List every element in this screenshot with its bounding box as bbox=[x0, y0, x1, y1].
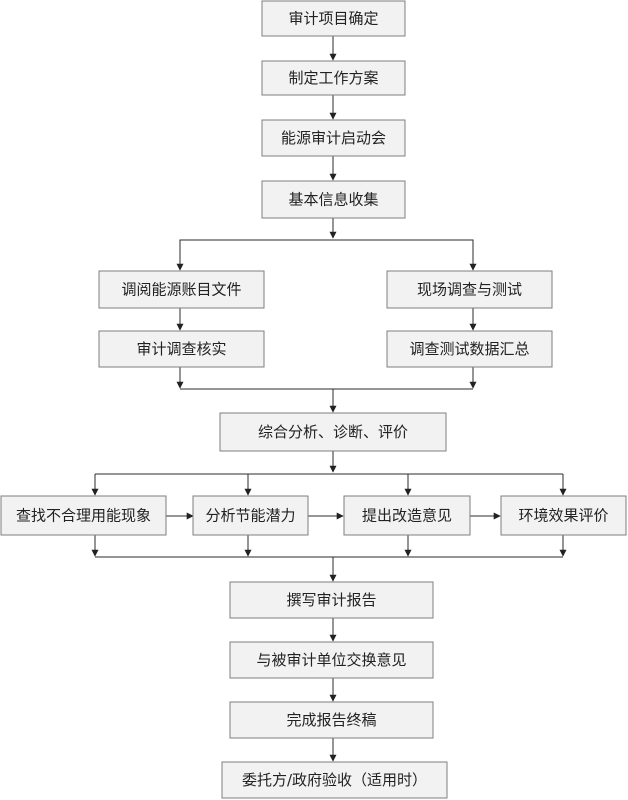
node-label-a1: 查找不合理用能现象 bbox=[16, 507, 151, 525]
box-r2 bbox=[386, 330, 553, 368]
node-label-e1: 撰写审计报告 bbox=[286, 591, 376, 609]
box-a4 bbox=[500, 495, 627, 536]
box-a3 bbox=[343, 495, 471, 536]
node-label-n1: 审计项目确定 bbox=[288, 10, 378, 28]
node-label-e4: 委托方/政府验收（适用时） bbox=[242, 771, 427, 789]
box-n1 bbox=[261, 0, 406, 37]
node-label-n3: 能源审计启动会 bbox=[281, 129, 386, 147]
node-label-e2: 与被审计单位交换意见 bbox=[256, 651, 406, 669]
box-e4 bbox=[221, 761, 448, 799]
flow-connectors bbox=[91, 36, 567, 762]
node-label-a3: 提出改造意见 bbox=[362, 507, 452, 525]
node-label-l1: 调阅能源账目文件 bbox=[121, 281, 241, 299]
node-label-n2: 制定工作方案 bbox=[288, 69, 378, 87]
split-line bbox=[179, 239, 474, 256]
node-label-a4: 环境效果评价 bbox=[518, 507, 608, 525]
box-l1 bbox=[98, 270, 265, 309]
box-c1 bbox=[219, 412, 447, 452]
node-label-r1: 现场调查与测试 bbox=[417, 281, 522, 299]
box-r1 bbox=[386, 270, 553, 309]
node-label-a2: 分析节能潜力 bbox=[205, 507, 295, 525]
box-e3 bbox=[229, 701, 434, 739]
box-l2 bbox=[98, 330, 265, 368]
box-n3 bbox=[261, 119, 406, 157]
node-label-r2: 调查测试数据汇总 bbox=[409, 340, 529, 358]
box-n2 bbox=[261, 60, 406, 96]
box-e2 bbox=[229, 641, 434, 679]
node-label-n4: 基本信息收集 bbox=[288, 191, 378, 209]
node-label-l2: 审计调查核实 bbox=[136, 340, 226, 358]
box-a2 bbox=[192, 495, 309, 536]
node-label-c1: 综合分析、诊断、评价 bbox=[258, 423, 408, 441]
box-a1 bbox=[0, 495, 167, 536]
box-e1 bbox=[229, 581, 434, 619]
node-label-e3: 完成报告终稿 bbox=[286, 711, 376, 729]
box-n4 bbox=[261, 180, 406, 219]
